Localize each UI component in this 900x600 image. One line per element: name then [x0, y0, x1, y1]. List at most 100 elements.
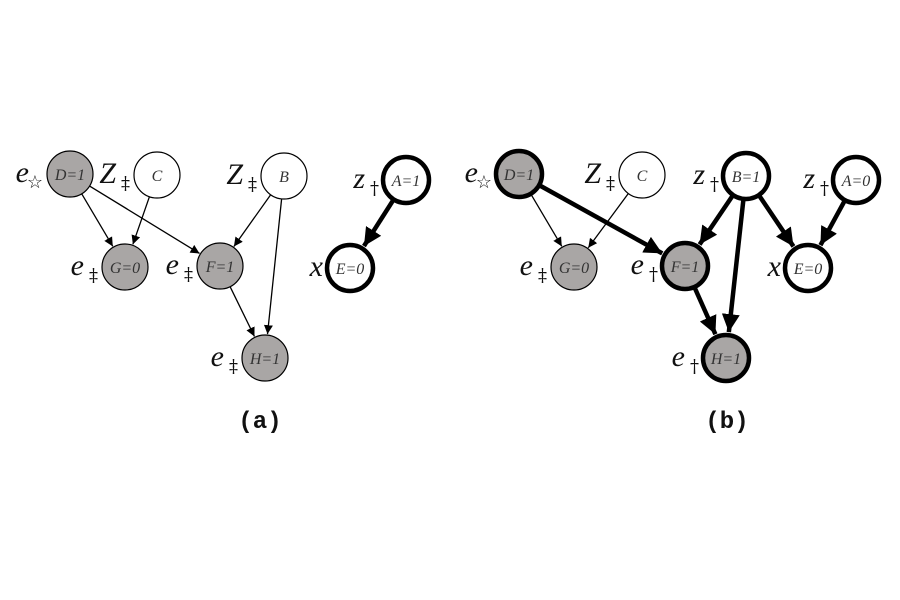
node-role-label: e — [16, 156, 29, 189]
node-role-label: z — [802, 162, 815, 195]
edge-F-to-H — [692, 286, 718, 336]
node-role-label: e — [465, 156, 478, 189]
edge-A-to-E — [362, 198, 396, 248]
node-circle — [241, 334, 289, 382]
node-F: F=1 e† — [631, 240, 711, 292]
node-role-subscript: ‡ — [229, 356, 238, 377]
node-D: D=1 e☆ — [16, 150, 94, 198]
node-circle — [493, 148, 545, 200]
node-F: F=1 e‡ — [166, 242, 244, 290]
node-circle — [782, 242, 834, 294]
node-circle — [324, 242, 376, 294]
node-role-label: e — [520, 249, 533, 282]
node-role-subscript: ☆ — [27, 172, 43, 193]
node-value: H=1 — [249, 351, 280, 368]
node-value: B — [279, 169, 289, 186]
node-role-subscript: ‡ — [538, 265, 547, 286]
node-role-label: e — [166, 248, 179, 281]
node-value: C — [637, 168, 648, 185]
node-circle — [550, 243, 598, 291]
node-value: C — [152, 168, 163, 185]
edges — [530, 183, 847, 336]
node-role-label: z — [692, 158, 705, 191]
node-role-subscript: † — [690, 356, 699, 377]
node-role-subscript: † — [649, 264, 658, 285]
node-G: G=0 e‡ — [71, 243, 149, 291]
node-H: H=1 e‡ — [211, 334, 289, 382]
edge-D-to-G — [530, 193, 563, 247]
node-value: E=0 — [793, 261, 823, 278]
edge-C-to-G — [131, 196, 151, 245]
node-role-subscript: † — [710, 174, 719, 195]
edge-B-to-H — [263, 198, 283, 335]
edge-B-to-F — [233, 194, 272, 247]
node-circle — [101, 243, 149, 291]
node-value: H=1 — [710, 351, 741, 368]
node-E: E=0 x — [767, 242, 834, 294]
node-value: D=1 — [503, 167, 534, 184]
edge-C-to-G — [587, 193, 629, 249]
node-role-label: z — [352, 162, 365, 195]
node-value: D=1 — [54, 167, 85, 184]
node-role-subscript: ☆ — [476, 172, 492, 193]
panel-caption: (a) — [238, 409, 281, 436]
edge-B-to-H — [721, 198, 746, 333]
edge-A-to-E — [818, 199, 847, 247]
edge-D-to-G — [81, 193, 114, 247]
node-value: F=1 — [670, 259, 700, 276]
edge-B-to-F — [697, 193, 735, 246]
node-value: B=1 — [732, 169, 761, 186]
node-value: G=0 — [110, 260, 140, 277]
edge-F-to-H — [229, 286, 256, 337]
node-E: E=0 x — [309, 242, 376, 294]
node-role-label: e — [672, 340, 685, 373]
node-role-subscript: ‡ — [606, 173, 615, 194]
node-role-label: Z — [226, 158, 243, 191]
node-C: C Z‡ — [99, 151, 181, 199]
edge-B-to-E — [756, 193, 796, 248]
node-value: A=0 — [841, 173, 871, 190]
node-role-label: e — [71, 249, 84, 282]
node-G: G=0 e‡ — [520, 243, 598, 291]
node-A: A=0 z† — [802, 154, 882, 206]
node-role-label: x — [309, 250, 324, 283]
node-circle — [720, 150, 772, 202]
node-B: B=1 z† — [692, 150, 772, 202]
node-role-label: Z — [584, 157, 601, 190]
node-role-subscript: ‡ — [184, 264, 193, 285]
node-B: B Z‡ — [226, 152, 308, 200]
panel-caption: (b) — [705, 409, 748, 436]
node-circle — [196, 242, 244, 290]
node-value: E=0 — [335, 261, 365, 278]
node-value: F=1 — [205, 259, 235, 276]
node-role-subscript: † — [820, 178, 829, 199]
panel-a: D=1e☆CZ‡BZ‡A=1z†G=0e‡F=1e‡E=0xH=1e‡(a) — [16, 150, 432, 436]
edge-D-to-F — [89, 185, 200, 255]
node-role-label: Z — [99, 157, 116, 190]
node-circle — [260, 152, 308, 200]
node-circle — [618, 151, 666, 199]
node-circle — [133, 151, 181, 199]
node-role-subscript: ‡ — [89, 265, 98, 286]
node-circle — [659, 240, 711, 292]
panel-b: D=1e☆CZ‡B=1z†A=0z†G=0e‡F=1e†E=0xH=1e†(b) — [465, 148, 882, 436]
node-role-subscript: ‡ — [121, 173, 130, 194]
node-circle — [380, 154, 432, 206]
node-role-label: x — [767, 250, 782, 283]
node-role-subscript: ‡ — [248, 174, 257, 195]
node-circle — [46, 150, 94, 198]
node-C: C Z‡ — [584, 151, 666, 199]
node-A: A=1z† — [352, 154, 432, 206]
node-value: G=0 — [559, 260, 589, 277]
node-role-label: e — [211, 340, 224, 373]
node-role-label: e — [631, 248, 644, 281]
node-circle — [830, 154, 882, 206]
edges — [81, 185, 396, 337]
edge-D-to-F — [538, 183, 664, 256]
node-D: D=1 e☆ — [465, 148, 545, 200]
node-value: A=1 — [391, 173, 421, 190]
node-H: H=1 e† — [672, 332, 752, 384]
node-circle — [700, 332, 752, 384]
